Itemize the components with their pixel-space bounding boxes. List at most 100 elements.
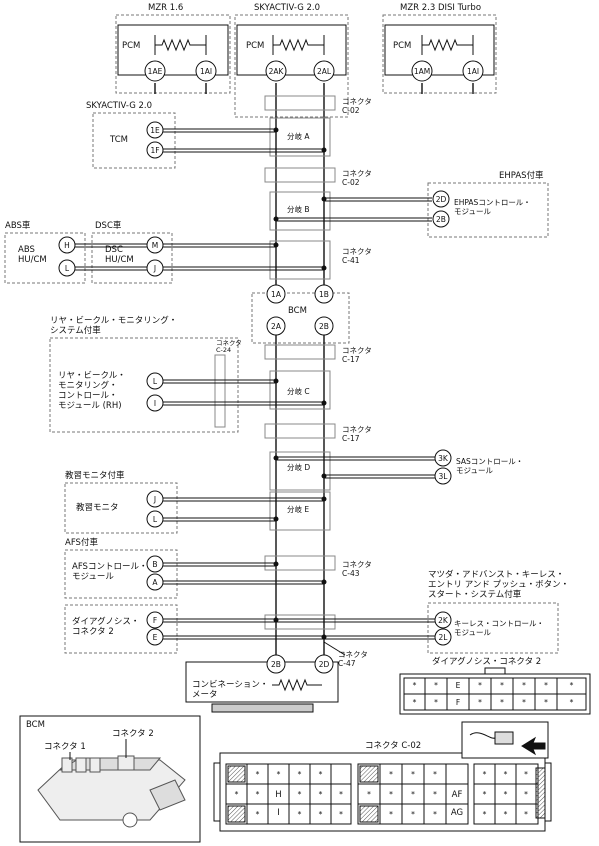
dsc-label: DSC HU/CM: [105, 245, 134, 265]
c02-blank: *: [339, 790, 343, 799]
pcm-label-3: PCM: [393, 41, 412, 51]
connector-c02-mid: コネクタ C-02: [342, 169, 372, 187]
bcm-connector-2: コネクタ 2: [112, 729, 154, 739]
diag-face-blank: *: [544, 681, 548, 690]
diag-face-blank: *: [412, 698, 417, 707]
keyless-box: [427, 602, 559, 654]
dsc-pin-m: M: [151, 241, 159, 250]
c02-blank: *: [297, 810, 302, 819]
keyless-caption: マツダ・アドバンスト・キーレス・ エントリ アンド プッシュ・ボタン・ スタート…: [428, 570, 570, 600]
abs-pin-h: H: [64, 241, 70, 250]
keyless-pin-2l: 2L: [438, 633, 448, 642]
diag-face-blank: *: [434, 698, 438, 707]
tcm-box: [92, 112, 176, 169]
afs-box: [64, 549, 178, 599]
c02-blank: *: [389, 770, 393, 779]
connector-c17-b: コネクタ C-17: [342, 425, 372, 443]
keyless-pin-2k: 2K: [438, 616, 448, 625]
bcm-pin-2b: 2B: [319, 322, 329, 331]
dsc-caption: DSC車: [95, 221, 122, 231]
c02-pin-ag: AG: [450, 808, 464, 818]
teaching-box: [64, 482, 178, 534]
diag-face-blank: *: [522, 698, 526, 707]
diag-connector-face: [399, 667, 591, 715]
abs-label: ABS HU/CM: [18, 245, 47, 265]
bcm-pin-1b: 1B: [319, 290, 329, 299]
skyactiv-caption: SKYACTIV-G 2.0: [254, 3, 320, 13]
bcm-pin-2a: 2A: [271, 322, 281, 331]
c02-blank: *: [339, 810, 343, 819]
c02-blank: *: [524, 770, 528, 779]
c02-blank: *: [503, 810, 508, 819]
diag-face-pin-f: F: [455, 698, 461, 707]
ehpas-pin-2d: 2D: [435, 195, 447, 204]
diag-face-blank: *: [544, 698, 548, 707]
c02-blank: *: [482, 770, 487, 779]
c02-blank: *: [503, 790, 508, 799]
c02-pin-h: H: [275, 790, 282, 800]
diag-label: ダイアグノシス・ コネクタ 2: [72, 617, 140, 637]
connector-c17-a: コネクタ C-17: [342, 346, 372, 364]
mzr16-caption: MZR 1.6: [148, 3, 184, 13]
diag-face-blank: *: [478, 681, 482, 690]
branch-e: 分岐 E: [287, 505, 310, 514]
rvm-caption: リヤ・ビークル・モニタリング・ システム付車: [50, 316, 178, 336]
diag-face-blank: *: [569, 681, 574, 690]
meter-pin-2d: 2D: [318, 660, 330, 669]
tcm-caption: SKYACTIV-G 2.0: [86, 101, 152, 111]
teaching-label: 教習モニタ: [76, 503, 119, 513]
pin-1am: 1AM: [413, 67, 431, 76]
sas-pin-3k: 3K: [438, 454, 448, 463]
ehpas-box: [427, 182, 549, 238]
teaching-pin-l: L: [152, 515, 158, 524]
bcm-photo-frame: [19, 715, 201, 843]
bcm-pin-1a: 1A: [271, 290, 281, 299]
c02-blank: *: [433, 810, 437, 819]
c02-connector-face: [213, 752, 552, 832]
c02-blank: *: [276, 770, 281, 779]
teaching-pin-j: J: [153, 495, 157, 504]
skyactiv-box: [234, 14, 349, 118]
abs-box: [4, 232, 86, 284]
c02-blank: *: [411, 810, 415, 819]
pin-2al: 2AL: [316, 67, 332, 76]
diag-box: [64, 604, 178, 654]
meter-pin-2b: 2B: [271, 660, 281, 669]
c02-blank: *: [524, 810, 528, 819]
keyless-label: キーレス・コントロール・ モジュール: [454, 619, 544, 637]
rvm-pin-l: L: [152, 377, 158, 386]
c02-blank: *: [482, 790, 487, 799]
abs-caption: ABS車: [5, 221, 31, 231]
sas-label: SASコントロール・ モジュール: [456, 457, 524, 475]
pcm-label-1: PCM: [122, 41, 141, 51]
bcm-connector-1: コネクタ 1: [44, 742, 86, 752]
afs-caption: AFS付車: [65, 538, 98, 548]
c02-blank: *: [524, 790, 528, 799]
diag-face-pin-e: E: [455, 681, 461, 690]
mzr23-box: [382, 14, 497, 94]
teaching-caption: 教習モニタ付車: [65, 471, 125, 481]
afs-pin-b: B: [152, 560, 158, 569]
connector-view-icon: [461, 721, 549, 759]
c02-blank: *: [318, 790, 323, 799]
diag-face-blank: *: [569, 698, 574, 707]
tcm-pin-1e: 1E: [150, 126, 160, 135]
diag-face-blank: *: [434, 681, 438, 690]
diag-face-blank: *: [500, 681, 504, 690]
tcm-label: TCM: [110, 135, 128, 145]
bcm-label: BCM: [288, 306, 307, 316]
rvm-label: リヤ・ビークル・ モニタリング・ コントロール・ モジュール (RH): [58, 371, 126, 411]
connector-c43: コネクタ C-43: [342, 560, 372, 578]
pin-2ak: 2AK: [268, 67, 284, 76]
sas-pin-3l: 3L: [438, 472, 448, 481]
rvm-pin-i: I: [153, 399, 157, 408]
pin-1ae: 1AE: [147, 67, 163, 76]
c02-blank: *: [482, 810, 487, 819]
c02-blank: *: [367, 790, 371, 799]
diag-face-blank: *: [500, 698, 504, 707]
c02-blank: *: [503, 770, 508, 779]
pin-1ai: 1AI: [199, 67, 213, 76]
afs-pin-a: A: [152, 578, 158, 587]
c02-blank: *: [255, 810, 260, 819]
